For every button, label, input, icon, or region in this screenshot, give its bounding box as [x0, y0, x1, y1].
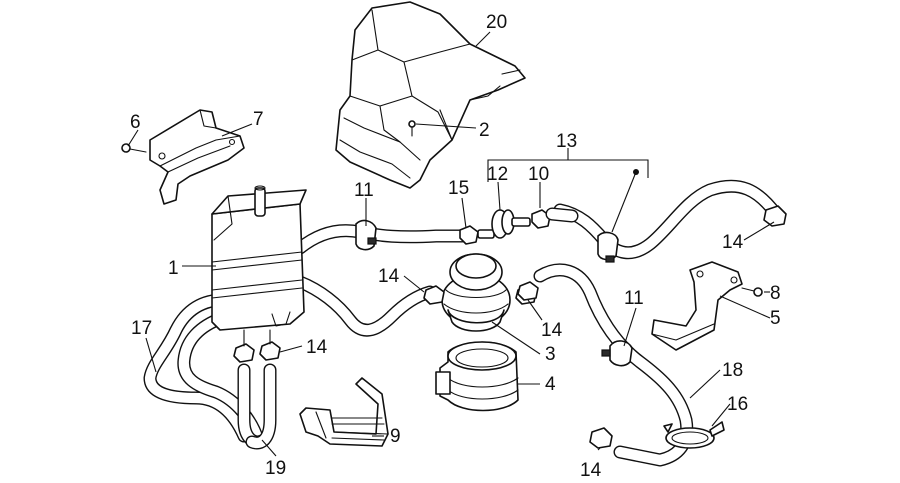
- callout-11-upper: 11: [354, 180, 374, 201]
- callout-14-canister: 14: [306, 337, 328, 358]
- callout-17: 19: [265, 458, 286, 479]
- callout-5: 5: [770, 308, 781, 329]
- callout-2: 2: [479, 120, 490, 141]
- callout-18: 17: [131, 318, 152, 339]
- callout-9: 9: [390, 426, 401, 447]
- callout-14-middle: 14: [378, 266, 400, 287]
- callout-12: 12: [487, 164, 508, 185]
- hose-clip-part: [299, 377, 389, 447]
- band-clamp-part: [663, 421, 725, 449]
- hose-clamp-13: [597, 231, 619, 263]
- callout-14-lower: 14: [580, 460, 602, 481]
- hose-clamp-upper: [355, 219, 377, 251]
- bracket-bolt-part: [741, 287, 763, 297]
- callout-8: 8: [770, 283, 781, 304]
- callout-10: 10: [528, 164, 549, 185]
- callout-15: 15: [448, 178, 469, 199]
- cover-shroud-part: [335, 1, 526, 189]
- callout-4: 4: [545, 374, 556, 395]
- callout-20: 20: [486, 12, 507, 33]
- callout-14-valve: 14: [541, 320, 563, 341]
- callout-19: 18: [722, 360, 743, 381]
- canister-bracket-part: [149, 109, 245, 205]
- callout-14-right: 14: [722, 232, 744, 253]
- cover-screw-part: [408, 120, 416, 137]
- callout-11-lower: 11: [624, 288, 644, 309]
- callout-1: 1: [168, 258, 179, 279]
- hose-clamp-lower: [601, 340, 633, 367]
- charcoal-canister-part: [211, 185, 307, 331]
- callout-labels: 20 2 6 7 1 11 15 12 10 13 14 14 14 14 14…: [130, 12, 781, 481]
- callout-6: 6: [130, 112, 141, 133]
- mounting-bracket-part: [651, 261, 743, 351]
- callout-7: 7: [253, 109, 264, 130]
- callout-16: 16: [727, 394, 748, 415]
- callout-3: 3: [545, 344, 556, 365]
- hose-fitting-lower: [517, 281, 613, 449]
- callout-13: 13: [556, 131, 577, 152]
- leader-lines: [127, 31, 775, 457]
- inline-filter-assembly: [459, 207, 579, 245]
- hose-end-fitting: [763, 205, 787, 227]
- canister-fittings: [233, 329, 281, 363]
- valve-holder-ring-part: [435, 341, 519, 412]
- bracket-screw-part: [121, 143, 147, 153]
